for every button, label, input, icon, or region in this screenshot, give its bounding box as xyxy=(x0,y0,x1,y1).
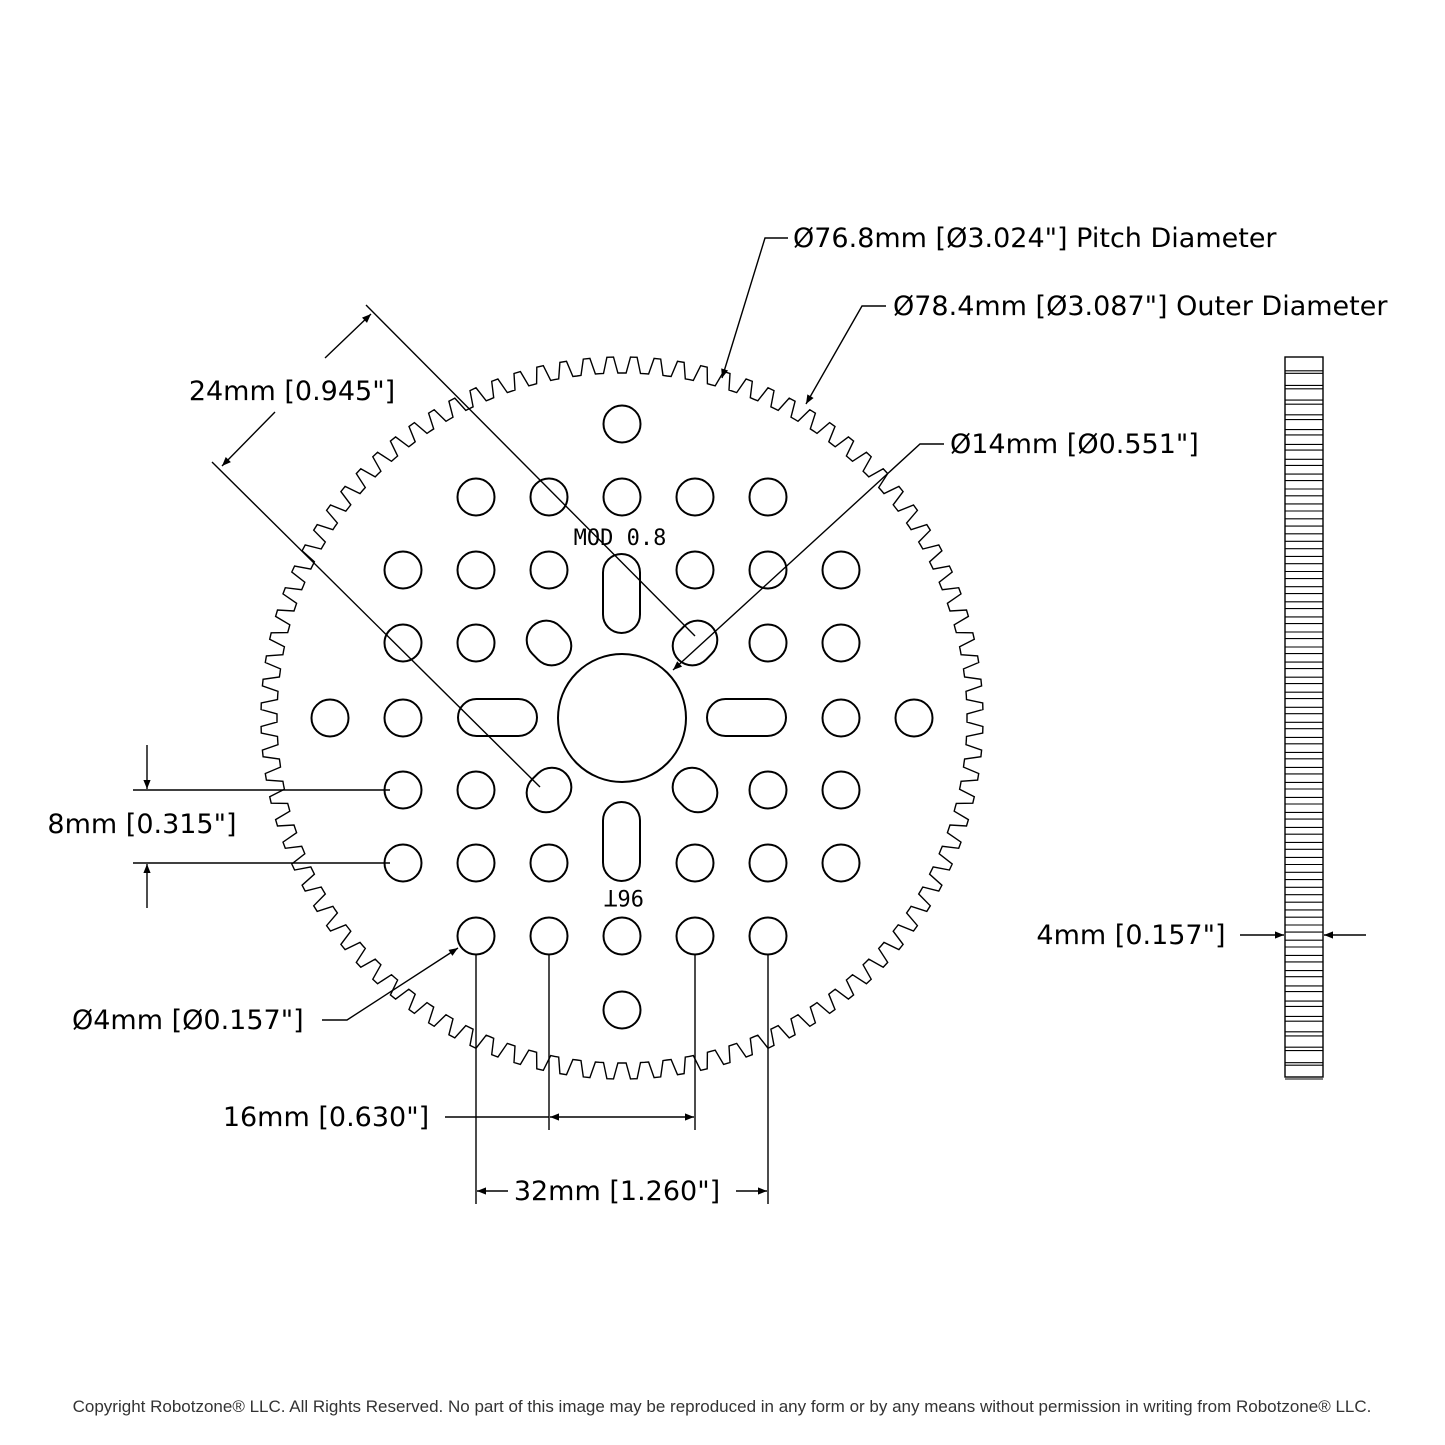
mounting-hole xyxy=(748,916,788,956)
bore-diameter-callout: Ø14mm [Ø0.551"] xyxy=(672,429,1199,671)
mounting-hole xyxy=(748,550,788,590)
thickness-dimension: 4mm [0.157"] xyxy=(1036,920,1366,951)
svg-text:4mm [0.157"]: 4mm [0.157"] xyxy=(1036,920,1225,951)
mounting-hole xyxy=(456,843,496,883)
mounting-hole xyxy=(675,916,715,956)
mounting-hole xyxy=(383,550,423,590)
mounting-hole xyxy=(675,843,715,883)
pitch-diameter-callout: Ø76.8mm [Ø3.024"] Pitch Diameter xyxy=(721,223,1277,379)
svg-text:16mm [0.630"]: 16mm [0.630"] xyxy=(223,1102,429,1133)
mounting-hole xyxy=(529,477,569,517)
spacing-16-dimension: 16mm [0.630"] xyxy=(223,955,696,1133)
diagonal-slot xyxy=(527,768,571,812)
outer-diameter-callout: Ø78.4mm [Ø3.087"] Outer Diameter xyxy=(805,291,1388,405)
mounting-hole xyxy=(529,550,569,590)
svg-text:Ø4mm [Ø0.157"]: Ø4mm [Ø0.157"] xyxy=(72,1005,304,1036)
slot-right xyxy=(706,698,787,737)
svg-text:Ø78.4mm [Ø3.087"] Outer Diamet: Ø78.4mm [Ø3.087"] Outer Diameter xyxy=(893,291,1388,322)
center-bore xyxy=(557,653,687,783)
copyright-notice: Copyright Robotzone® LLC. All Rights Res… xyxy=(73,1397,1372,1416)
mounting-hole xyxy=(383,698,423,738)
mounting-hole xyxy=(456,550,496,590)
mounting-hole xyxy=(383,623,423,663)
diagonal-slot xyxy=(673,768,717,812)
mounting-hole xyxy=(748,477,788,517)
svg-text:32mm [1.260"]: 32mm [1.260"] xyxy=(514,1176,720,1207)
mounting-hole xyxy=(894,698,934,738)
mounting-hole xyxy=(602,404,642,444)
teeth-count-label: 96T xyxy=(604,884,644,909)
mounting-hole xyxy=(310,698,350,738)
mounting-hole xyxy=(456,770,496,810)
mounting-hole xyxy=(456,623,496,663)
mounting-hole xyxy=(675,477,715,517)
slot-top xyxy=(602,553,641,634)
mounting-hole xyxy=(602,990,642,1030)
slot-bottom xyxy=(602,801,641,882)
mounting-hole xyxy=(456,477,496,517)
slot-left xyxy=(457,698,538,737)
mounting-hole xyxy=(748,623,788,663)
svg-text:Ø76.8mm [Ø3.024"] Pitch Diamet: Ø76.8mm [Ø3.024"] Pitch Diameter xyxy=(793,223,1277,254)
mounting-hole xyxy=(748,770,788,810)
gear-teeth-outline xyxy=(260,356,984,1080)
svg-text:Ø14mm [Ø0.551"]: Ø14mm [Ø0.551"] xyxy=(950,429,1199,460)
hole-pattern xyxy=(310,404,934,1030)
row-spacing-dimension: 8mm [0.315"] xyxy=(47,745,390,908)
mounting-hole xyxy=(602,477,642,517)
mounting-hole xyxy=(383,770,423,810)
svg-text:8mm [0.315"]: 8mm [0.315"] xyxy=(47,809,236,840)
mounting-hole xyxy=(748,843,788,883)
hole-diameter-callout: Ø4mm [Ø0.157"] xyxy=(72,947,459,1036)
svg-text:24mm [0.945"]: 24mm [0.945"] xyxy=(189,376,395,407)
mounting-hole xyxy=(821,770,861,810)
diagonal-slot xyxy=(527,621,571,665)
mounting-hole xyxy=(529,843,569,883)
mounting-hole xyxy=(821,623,861,663)
mounting-hole xyxy=(821,550,861,590)
mounting-hole xyxy=(602,916,642,956)
spacing-32-dimension: 32mm [1.260"] xyxy=(475,955,769,1207)
mounting-hole xyxy=(456,916,496,956)
module-label: MOD 0.8 xyxy=(574,526,667,551)
mounting-hole xyxy=(383,843,423,883)
mounting-hole xyxy=(821,843,861,883)
mounting-hole xyxy=(529,916,569,956)
diagonal-spacing-dimension: 24mm [0.945"] xyxy=(189,304,696,788)
mounting-hole xyxy=(821,698,861,738)
diagonal-slot xyxy=(673,621,717,665)
mounting-hole xyxy=(675,550,715,590)
gear-side-view xyxy=(1284,356,1324,1080)
